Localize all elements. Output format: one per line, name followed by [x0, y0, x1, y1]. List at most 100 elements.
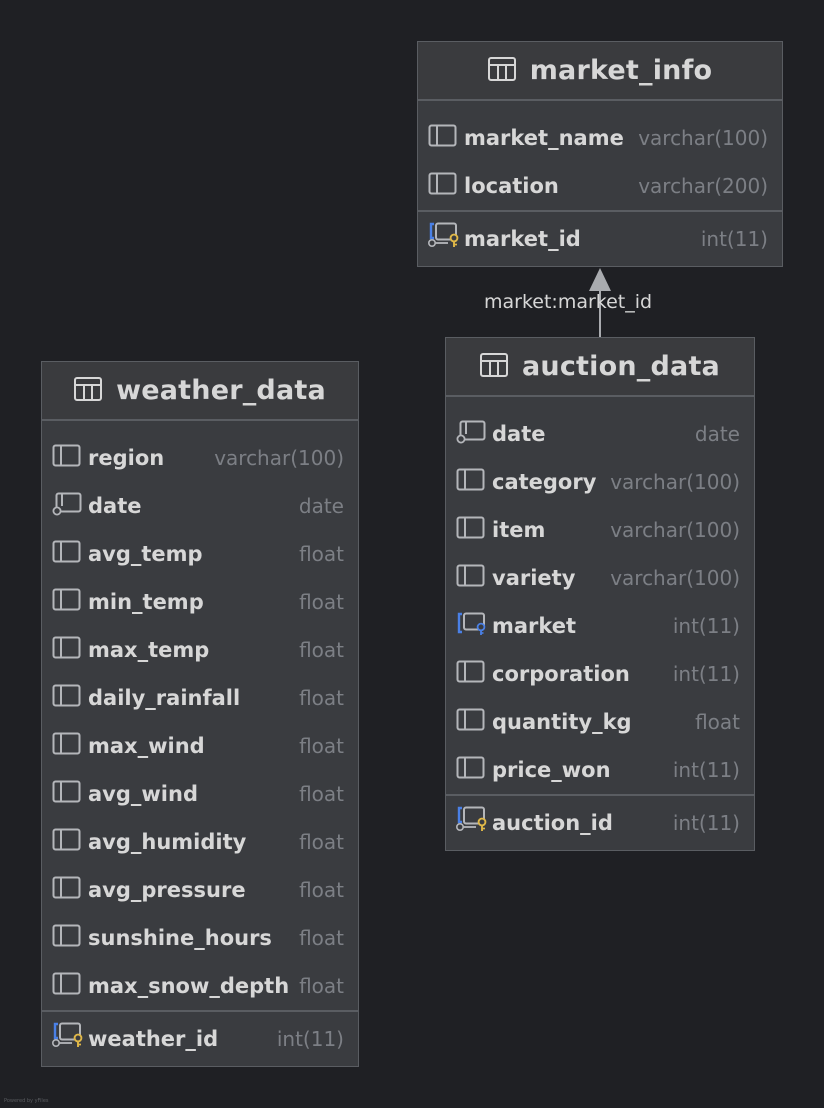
column-icon [52, 540, 82, 564]
column-name: date [88, 494, 142, 518]
column-row[interactable]: avg_humidity float [42, 818, 358, 866]
column-name: market_name [464, 126, 624, 150]
table-icon [74, 376, 103, 405]
column-icon [456, 708, 486, 732]
column-icon [52, 732, 82, 756]
column-type: int(11) [672, 758, 740, 782]
column-icon [428, 172, 458, 196]
column-row[interactable]: category varchar(100) [446, 458, 754, 506]
column-row[interactable]: avg_wind float [42, 770, 358, 818]
column-icon [52, 876, 82, 900]
column-name: avg_pressure [88, 878, 246, 902]
column-row[interactable]: location varchar(200) [418, 162, 782, 210]
column-type: varchar(100) [610, 566, 740, 590]
indexed-column-icon [52, 492, 82, 516]
column-row[interactable]: max_wind float [42, 722, 358, 770]
key-name: weather_id [88, 1027, 219, 1051]
column-type: float [299, 830, 344, 854]
column-row[interactable]: max_snow_depth float [42, 962, 358, 1010]
column-row[interactable]: date date [42, 482, 358, 530]
column-name: avg_temp [88, 542, 203, 566]
table-header[interactable]: auction_data [446, 338, 754, 397]
column-row[interactable]: region varchar(100) [42, 434, 358, 482]
column-type: varchar(100) [214, 446, 344, 470]
column-name: location [464, 174, 559, 198]
key-type: int(11) [700, 227, 768, 251]
key-type: int(11) [276, 1027, 344, 1051]
column-icon [456, 468, 486, 492]
key-row[interactable]: weather_id int(11) [42, 1010, 358, 1062]
column-name: market [492, 614, 577, 638]
column-type: float [299, 686, 344, 710]
column-row[interactable]: daily_rainfall float [42, 674, 358, 722]
column-type: float [299, 638, 344, 662]
column-type: float [299, 926, 344, 950]
column-name: category [492, 470, 597, 494]
table-name: weather_data [116, 375, 326, 406]
column-row[interactable]: market int(11) [446, 602, 754, 650]
table-auction-data[interactable]: auction_data date date category varchar(… [445, 337, 755, 851]
credit-text: Powered by yFiles [4, 1098, 49, 1104]
column-icon [52, 828, 82, 852]
table-market-info[interactable]: market_info market_name varchar(100) loc… [417, 41, 783, 267]
column-name: max_snow_depth [88, 974, 290, 998]
column-type: varchar(200) [638, 174, 768, 198]
column-row[interactable]: item varchar(100) [446, 506, 754, 554]
column-type: int(11) [672, 614, 740, 638]
column-icon [52, 972, 82, 996]
column-type: float [299, 590, 344, 614]
key-row[interactable]: market_id int(11) [418, 210, 782, 262]
column-row[interactable]: sunshine_hours float [42, 914, 358, 962]
column-type: float [695, 710, 740, 734]
column-type: float [299, 782, 344, 806]
column-name: quantity_kg [492, 710, 632, 734]
column-row[interactable]: min_temp float [42, 578, 358, 626]
column-type: date [298, 494, 344, 518]
primary-key-icon [51, 1022, 83, 1047]
column-row[interactable]: avg_temp float [42, 530, 358, 578]
column-type: varchar(100) [610, 518, 740, 542]
column-row[interactable]: variety varchar(100) [446, 554, 754, 602]
indexed-column-icon [456, 420, 486, 444]
column-row[interactable]: date date [446, 410, 754, 458]
column-icon [52, 636, 82, 660]
key-name: auction_id [492, 811, 613, 835]
relationship-arrowhead [589, 268, 611, 291]
column-row[interactable]: avg_pressure float [42, 866, 358, 914]
table-header[interactable]: market_info [418, 42, 782, 101]
table-icon [480, 352, 509, 381]
column-type: float [299, 974, 344, 998]
column-row[interactable]: corporation int(11) [446, 650, 754, 698]
column-icon [52, 924, 82, 948]
primary-key-icon [427, 222, 459, 247]
key-row[interactable]: auction_id int(11) [446, 794, 754, 846]
table-header[interactable]: weather_data [42, 362, 358, 421]
column-type: date [694, 422, 740, 446]
column-row[interactable]: market_name varchar(100) [418, 114, 782, 162]
primary-key-icon [455, 806, 487, 831]
column-type: varchar(100) [610, 470, 740, 494]
column-type: float [299, 542, 344, 566]
table-name: market_info [529, 55, 713, 86]
column-icon [52, 780, 82, 804]
column-icon [456, 564, 486, 588]
column-icon [456, 660, 486, 684]
column-name: region [88, 446, 165, 470]
column-icon [52, 444, 82, 468]
column-name: item [492, 518, 546, 542]
column-icon [428, 124, 458, 148]
column-row[interactable]: quantity_kg float [446, 698, 754, 746]
column-type: varchar(100) [638, 126, 768, 150]
column-name: daily_rainfall [88, 686, 241, 710]
column-row[interactable]: max_temp float [42, 626, 358, 674]
key-name: market_id [464, 227, 581, 251]
column-name: variety [492, 566, 576, 590]
column-name: avg_wind [88, 782, 198, 806]
column-name: date [492, 422, 546, 446]
column-icon [456, 516, 486, 540]
column-type: int(11) [672, 662, 740, 686]
column-name: avg_humidity [88, 830, 247, 854]
table-weather-data[interactable]: weather_data region varchar(100) date da… [41, 361, 359, 1067]
column-row[interactable]: price_won int(11) [446, 746, 754, 794]
column-name: sunshine_hours [88, 926, 272, 950]
